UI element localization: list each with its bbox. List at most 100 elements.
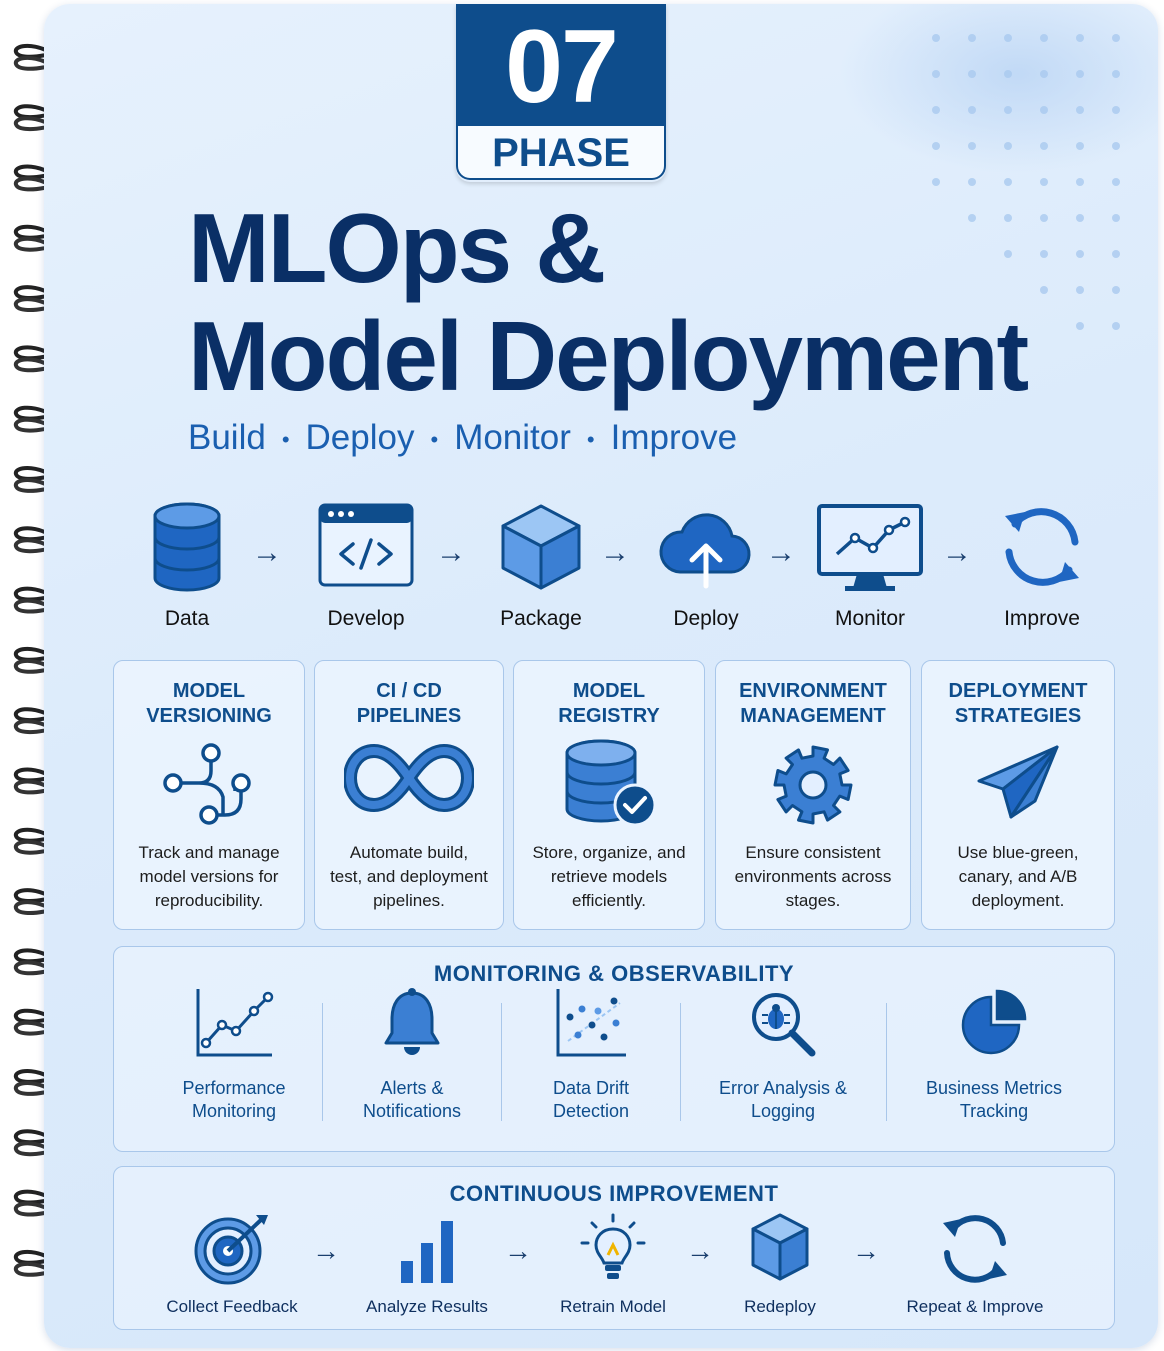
improvement-arrow: → [686,1235,714,1266]
flow-arrow: → [252,536,282,569]
monitoring-item-error-analysis: Error Analysis &Logging [708,987,858,1123]
desc-line: canary, and A/B [958,867,1078,886]
decoration-dot [1040,34,1048,42]
decoration-dot [1076,214,1084,222]
improvement-item-redeploy: Redeploy [720,1211,840,1317]
label-line: Alerts & [380,1078,444,1098]
flow-label-monitor: Monitor [834,607,906,630]
refresh-icon [1005,508,1079,586]
decoration-dot [1112,322,1120,330]
flow-arrow: → [436,536,466,569]
decoration-dot [1112,70,1120,78]
desc-line: Use blue-green, [957,843,1079,862]
desc-line: test, and deployment [330,867,488,886]
decoration-dot [932,106,940,114]
tagline-improve: Improve [610,418,738,457]
label-line: Business Metrics [925,1078,1063,1098]
decoration-dot [1112,250,1120,258]
improvement-item-repeat-improve: Repeat & Improve [900,1211,1050,1317]
binding-ring [13,707,44,723]
decoration-dot [932,70,940,78]
flow-arrow: → [942,536,972,569]
binding-ring [13,285,44,300]
improvement-item-collect-feedback: Collect Feedback [162,1211,302,1317]
decoration-dot [1112,286,1120,294]
decoration-dot [968,106,976,114]
label-line: Data Drift [552,1078,630,1098]
flow-step-data [127,502,247,592]
monitoring-item-alerts: Alerts & Notifications [342,987,482,1123]
spiral-binding [13,44,44,1277]
label-line: Notifications [362,1101,462,1121]
desc-line: Ensure consistent [745,843,881,862]
flow-label-improve: Improve [1004,607,1080,630]
decoration-dot [1040,178,1048,186]
binding-ring [13,1262,44,1277]
improvement-item-retrain-model: Retrain Model [548,1211,678,1317]
binding-ring [13,236,44,252]
card-title: ENVIRONMENT MANAGEMENT [716,679,910,729]
desc-line: environments across [734,867,892,886]
decoration-dot [1076,70,1084,78]
tagline-deploy: Deploy [305,418,415,457]
binding-ring [13,345,44,361]
binding-ring [13,104,44,120]
card-title-line: ENVIRONMENT [739,680,887,702]
binding-ring [13,767,44,783]
decoration-dot [968,70,976,78]
binding-ring [13,417,44,433]
decoration-dot [1112,214,1120,222]
binding-ring [13,900,44,915]
decoration-dot [932,142,940,150]
flow-label-deploy: Deploy [673,607,739,630]
paper-plane-icon [977,745,1059,819]
card-title-line: VERSIONING [146,705,272,727]
decoration-dot [1004,178,1012,186]
binding-ring [13,44,44,59]
binding-ring [13,357,44,373]
bell-icon [384,988,440,1055]
improvement-arrow: → [312,1235,340,1266]
binding-ring [13,827,44,843]
card-title-line: DEPLOYMENT [948,680,1088,702]
cube-icon [501,504,581,590]
improvement-label: Repeat & Improve [906,1297,1044,1316]
binding-ring [13,659,44,674]
cube-icon [751,1213,809,1281]
title-line-1: MLOps & [188,193,606,303]
desc-line: model versions for [139,867,279,886]
decoration-dot [1040,142,1048,150]
decoration-dot [1040,70,1048,78]
improvement-item-analyze-results: Analyze Results [362,1211,492,1317]
pie-chart-icon [961,989,1027,1055]
cloud-upload-icon [659,513,751,589]
binding-ring [13,1129,44,1145]
decoration-dot [1004,70,1012,78]
binding-ring [13,1141,44,1157]
tagline: Build•Deploy•Monitor•Improve [188,418,737,458]
desc-line: reproducibility. [154,891,264,910]
binding-ring [13,478,44,493]
monitoring-label: Error Analysis &Logging [708,1077,858,1123]
card-title-line: MANAGEMENT [740,705,886,727]
binding-ring [13,598,44,614]
improvement-label: Collect Feedback [166,1297,298,1316]
decoration-dot [1076,142,1084,150]
tagline-separator: • [586,426,595,452]
desc-line: retrieve models [550,867,668,886]
binding-ring [13,839,44,855]
flow-arrow: → [600,536,630,569]
binding-ring [13,164,44,180]
label-line: Error Analysis & [718,1078,848,1098]
